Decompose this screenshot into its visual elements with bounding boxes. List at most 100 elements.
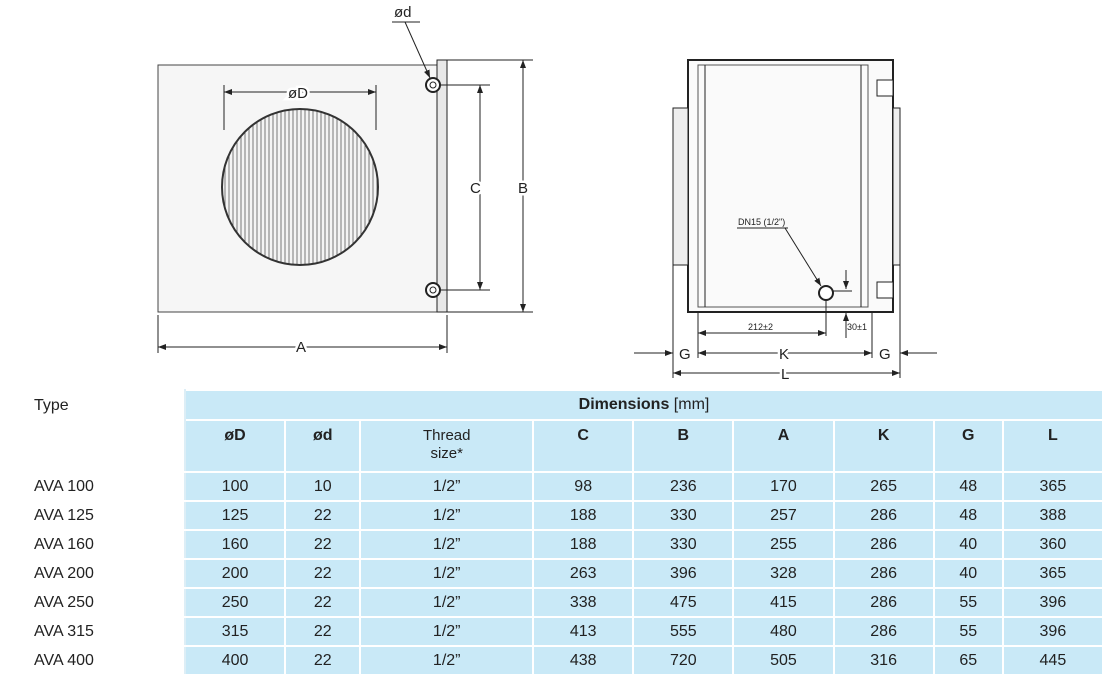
value-cell: 98 (532, 471, 635, 502)
side-view (634, 59, 937, 378)
value-cell: 1/2” (359, 616, 535, 647)
label-d: ød (394, 4, 412, 21)
value-cell: 22 (284, 616, 362, 647)
column-header: B (632, 419, 735, 473)
value-cell: 22 (284, 529, 362, 560)
label-g-right: G (879, 346, 891, 363)
value-cell: 1/2” (359, 471, 535, 502)
value-cell: 188 (532, 529, 635, 560)
value-cell: 360 (1001, 529, 1105, 560)
value-cell: 396 (632, 558, 735, 589)
value-cell: 480 (732, 616, 835, 647)
value-cell: 257 (732, 500, 835, 531)
value-cell: 1/2” (359, 500, 535, 531)
type-cell: AVA 160 (4, 529, 186, 560)
dimensions-title-text: Dimensions (578, 396, 670, 413)
dimensions-title: Dimensions [mm] (184, 389, 1104, 421)
label-30: 30±1 (847, 322, 867, 332)
value-cell: 250 (183, 587, 287, 618)
column-header: øD (183, 419, 287, 473)
label-k: K (779, 346, 789, 363)
value-cell: 330 (632, 529, 735, 560)
column-header: L (1001, 419, 1105, 473)
value-cell: 48 (932, 471, 1004, 502)
value-cell: 22 (284, 587, 362, 618)
value-cell: 160 (183, 529, 287, 560)
value-cell: 55 (932, 616, 1004, 647)
label-c: C (470, 180, 481, 197)
table-header-row: Type Dimensions [mm] (4, 389, 1104, 473)
value-cell: 100 (183, 471, 287, 502)
value-cell: 1/2” (359, 645, 535, 676)
type-cell: AVA 200 (4, 558, 186, 589)
value-cell: 396 (1001, 616, 1105, 647)
value-cell: 365 (1001, 471, 1105, 502)
label-l: L (781, 366, 789, 383)
value-cell: 22 (284, 558, 362, 589)
value-cell: 720 (632, 645, 735, 676)
dimensions-unit: [mm] (669, 396, 710, 413)
value-cell: 65 (932, 645, 1004, 676)
column-header: G (932, 419, 1004, 473)
value-cell: 396 (1001, 587, 1105, 618)
value-cell: 255 (732, 529, 835, 560)
value-cell: 338 (532, 587, 635, 618)
value-cell: 413 (532, 616, 635, 647)
column-header: K (832, 419, 935, 473)
value-cell: 475 (632, 587, 735, 618)
column-header: A (732, 419, 835, 473)
value-cell: 555 (632, 616, 735, 647)
value-cell: 265 (832, 471, 935, 502)
value-cell: 438 (532, 645, 635, 676)
value-cell: 170 (732, 471, 835, 502)
label-b: B (518, 180, 528, 197)
value-cell: 40 (932, 558, 1004, 589)
value-cell: 328 (732, 558, 835, 589)
value-cell: 445 (1001, 645, 1105, 676)
technical-drawings: øD ød C B A DN15 (1/2") 212±2 30±1 G K G… (157, 4, 937, 383)
label-od: øD (288, 85, 308, 102)
value-cell: 286 (832, 529, 935, 560)
value-cell: 315 (183, 616, 287, 647)
value-cell: 22 (284, 500, 362, 531)
value-cell: 286 (832, 500, 935, 531)
value-cell: 415 (732, 587, 835, 618)
value-cell: 286 (832, 558, 935, 589)
value-cell: 55 (932, 587, 1004, 618)
value-cell: 286 (832, 616, 935, 647)
value-cell: 22 (284, 645, 362, 676)
front-view (157, 21, 533, 353)
value-cell: 236 (632, 471, 735, 502)
value-cell: 505 (732, 645, 835, 676)
value-cell: 400 (183, 645, 287, 676)
column-header: Thread size* (359, 419, 535, 473)
label-dn15: DN15 (1/2") (738, 217, 785, 227)
value-cell: 1/2” (359, 558, 535, 589)
column-header: ød (284, 419, 362, 473)
label-g-left: G (679, 346, 691, 363)
value-cell: 125 (183, 500, 287, 531)
type-cell: AVA 400 (4, 645, 186, 676)
value-cell: 263 (532, 558, 635, 589)
value-cell: 316 (832, 645, 935, 676)
value-cell: 330 (632, 500, 735, 531)
value-cell: 388 (1001, 500, 1105, 531)
type-cell: AVA 125 (4, 500, 186, 531)
label-a: A (296, 339, 306, 356)
column-header: C (532, 419, 635, 473)
type-cell: AVA 100 (4, 471, 186, 502)
value-cell: 10 (284, 471, 362, 502)
value-cell: 286 (832, 587, 935, 618)
value-cell: 200 (183, 558, 287, 589)
value-cell: 188 (532, 500, 635, 531)
value-cell: 48 (932, 500, 1004, 531)
